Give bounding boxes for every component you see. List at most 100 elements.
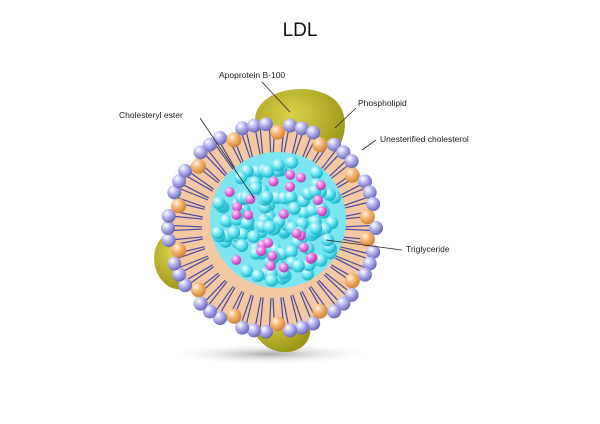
core-sphere [212,196,226,210]
ester-sphere [245,194,256,205]
phospholipid-head [213,311,227,326]
lipid-tail [341,224,372,228]
core-sphere [284,190,298,204]
cholesterol-head [171,198,187,214]
lipid-tail [207,281,228,306]
label-apoprotein: Apoprotein B-100 [219,70,285,80]
phospholipid-head [258,117,273,132]
phospholipid-head [178,278,193,293]
lipid-tail [172,215,203,220]
core-sphere [309,166,323,180]
core-sphere [262,220,276,234]
label-phospholipid: Phospholipid [358,98,407,108]
phospholipid-head [258,324,273,339]
cholesterol-head [270,124,286,140]
phospholipid-head [344,287,359,302]
lipid-tail [172,224,203,228]
lipid-tail [215,144,234,171]
cholesterol-head [171,242,187,258]
ester-sphere [298,242,309,253]
phospholipid-head [336,145,351,160]
ester-sphere [285,169,296,180]
ester-sphere [232,201,243,212]
leader-lines [199,81,403,251]
ester-spheres [224,169,327,273]
lipid-tail [215,285,234,312]
lipid-tail [181,257,210,273]
lipid-tail [338,248,368,260]
lipid-tail [335,255,365,268]
phospholipid-head [369,221,383,235]
phospholipid-head [306,316,321,331]
core-sphere [271,158,285,172]
core-sphere [260,190,274,204]
cholesterol-head [312,303,328,319]
phospholipid-head [193,296,208,311]
ester-sphere [231,255,242,266]
lipid-tail [204,279,226,303]
phospholipid-head [327,304,342,319]
cholesterol-head [226,308,242,324]
ester-sphere [278,262,289,273]
cholesterol-head [190,158,206,174]
lipid-tail [323,274,347,296]
phospholipid-head [366,197,381,212]
phospholipid-head [366,244,381,259]
phospholipid-head [202,304,217,319]
ester-sphere [263,237,274,248]
ester-sphere [278,209,289,220]
core-sphere [284,244,298,258]
core-sphere [240,264,254,278]
ester-sphere [291,228,302,239]
phospholipid-head [357,174,372,189]
core-sphere [219,214,233,228]
core-sphere [247,229,261,243]
lipid-tail [318,279,340,303]
phospholipid-head [167,256,182,271]
phospholipid-head [235,121,250,136]
phospholipid-head [172,174,187,189]
phospholipid-head [336,296,351,311]
phospholipid-head [344,154,359,169]
lipid-tail [259,128,264,159]
ester-sphere [316,206,327,217]
phospholipid-head [362,185,377,200]
lipid-tail [245,131,254,161]
ester-sphere [315,180,326,191]
lipid-tail [186,175,213,192]
lipid-tail [259,297,264,328]
label-cholesteryl-ester: Cholesteryl ester [119,110,183,120]
lipid-tail [219,287,236,314]
lipid-tail [325,272,350,293]
core-sphere [309,221,323,235]
ester-sphere [256,246,267,257]
core-sphere [285,155,299,169]
core-sphere [314,253,328,267]
phospholipid-head [213,130,227,145]
phospholipid-head [283,323,298,338]
lipid-tail [188,171,215,190]
phospholipid-head [246,118,261,133]
lipid-tail [179,188,209,201]
ester-sphere [231,209,242,220]
lipid-tail [282,297,290,327]
phospholipid-head [235,320,250,335]
lipid-tail [204,153,226,177]
lipid-tail [186,264,213,281]
lipid-tail [240,132,252,162]
core-sphere [240,216,254,230]
core-sphere [261,164,275,178]
lipid-tail [207,150,228,175]
lipid-tail [341,228,372,232]
core-sphere [291,259,305,273]
ester-sphere [267,250,278,261]
phospholipid-head [193,145,208,160]
lipid-tail [290,295,299,325]
core-sphere [211,226,225,240]
lipid-tail [219,142,236,169]
phospholipid-head [327,137,342,152]
phospholipid-head [161,233,176,248]
diagram-title: LDL [282,20,318,41]
ester-sphere [224,186,235,197]
